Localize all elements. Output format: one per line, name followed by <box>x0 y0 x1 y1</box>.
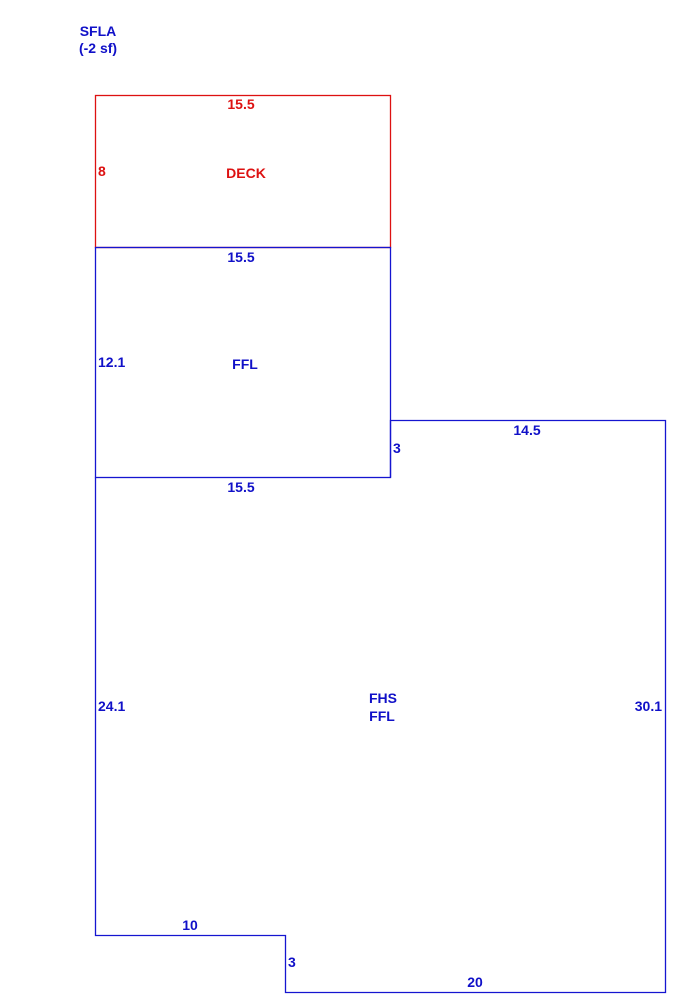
main-left-dimension: 24.1 <box>98 698 125 714</box>
main-area-outline <box>94 419 667 994</box>
main-right-dimension: 30.1 <box>635 698 662 714</box>
main-step-bottom-dimension: 3 <box>288 954 296 970</box>
main-area-label-fhs: FHS <box>369 690 397 706</box>
deck-top-dimension: 15.5 <box>227 96 254 112</box>
sfla-label: SFLA <box>80 23 117 39</box>
ffl-upper-left-dimension: 12.1 <box>98 354 125 370</box>
main-bottom-right-dimension: 20 <box>467 974 483 990</box>
ffl-upper-outline <box>94 246 392 479</box>
deck-left-dimension: 8 <box>98 163 106 179</box>
ffl-upper-area-label: FFL <box>232 356 258 372</box>
sfla-adjustment: (-2 sf) <box>79 40 117 56</box>
main-area-label-ffl: FFL <box>369 708 395 724</box>
main-bottom-left-dimension: 10 <box>182 917 198 933</box>
main-top-right-dimension: 14.5 <box>513 422 540 438</box>
ffl-upper-bottom-dimension: 15.5 <box>227 479 254 495</box>
deck-area-label: DECK <box>226 165 266 181</box>
ffl-upper-top-dimension: 15.5 <box>227 249 254 265</box>
main-step-top-dimension: 3 <box>393 440 401 456</box>
